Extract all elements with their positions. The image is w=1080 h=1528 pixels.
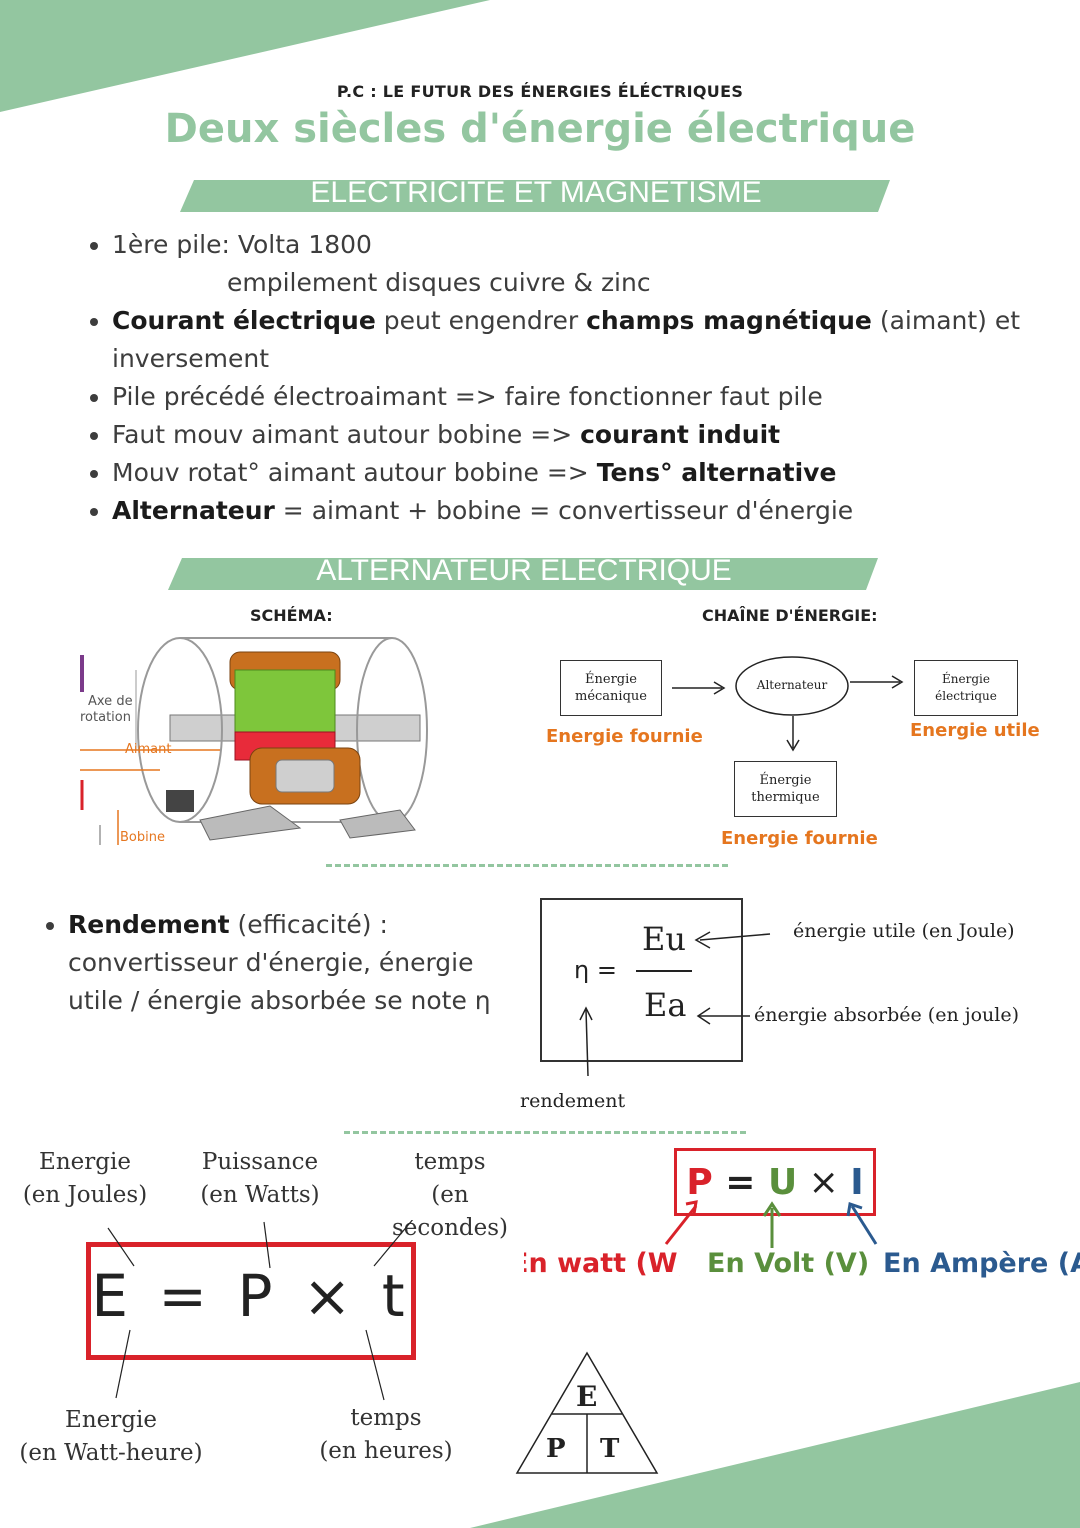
bullet-text: 1ère pile: Volta 1800 — [112, 230, 372, 259]
box1-line1: Énergie — [585, 672, 637, 687]
fraction-bar — [636, 970, 692, 972]
bullet-list: 1ère pile: Volta 1800 empilement disques … — [80, 226, 1040, 530]
bullet-text: = aimant + bobine = convertisseur d'éner… — [274, 496, 854, 525]
tm-line1: Puissance — [201, 1149, 319, 1175]
formula-P: P — [686, 1162, 713, 1203]
section-banner-bg-2 — [168, 558, 878, 590]
box4-line1: Énergie — [759, 773, 812, 788]
label-energie-watt-heure: Energie (en Watt-heure) — [18, 1404, 204, 1470]
label-energie-fournie-2: Energie fournie — [721, 828, 878, 849]
bullet-text: (aimant) et inversement — [112, 306, 1021, 373]
divider-2 — [344, 1131, 746, 1134]
tr-line1: temps — [414, 1149, 486, 1175]
label-temps-secondes: temps (en secondes) — [372, 1146, 528, 1245]
box-energie-electrique: Énergie électrique — [914, 660, 1018, 716]
formula-x: × — [797, 1162, 851, 1203]
bl-line1: Energie — [65, 1407, 157, 1433]
alternateur-node: Alternateur — [756, 678, 828, 692]
bullet-indent-line: empilement disques cuivre & zinc — [227, 268, 651, 297]
section-banner-alternateur: ALTERNATEUR ELECTRIQUE — [316, 554, 732, 587]
bullet-item: Alternateur = aimant + bobine = converti… — [112, 492, 1040, 530]
bl-line2: (en Watt-heure) — [19, 1440, 203, 1466]
bullet-bold-text: courant induit — [580, 420, 781, 449]
box-energie-thermique: Énergie thermique — [734, 761, 837, 817]
rendement-title-rest: (efficacité) : — [229, 910, 388, 939]
energy-formula: E = P × t — [91, 1262, 411, 1330]
label-energie-utile: Energie utile — [910, 720, 1040, 741]
formula-I: I — [850, 1162, 864, 1203]
bullet-text: Pile précédé électroaimant => faire fonc… — [112, 382, 823, 411]
formula-eq: = — [712, 1162, 768, 1203]
power-formula-pointers — [664, 1200, 878, 1248]
label-puissance-watts: Puissance (en Watts) — [190, 1146, 330, 1212]
power-formula-box — [674, 1148, 876, 1216]
box1-line2: mécanique — [575, 689, 647, 704]
label-energie-fournie-1: Energie fournie — [546, 726, 703, 747]
bullet-item: Pile précédé électroaimant => faire fonc… — [112, 378, 1040, 416]
unit-I: En Ampère (A) — [883, 1248, 1080, 1279]
rendement-title: Rendement — [68, 910, 230, 939]
br-line2: (en heures) — [319, 1438, 453, 1464]
rendement-line2: convertisseur d'énergie, énergie — [68, 948, 474, 977]
box3-line2: électrique — [935, 689, 997, 703]
bullet-item: 1ère pile: Volta 1800 — [112, 226, 1040, 264]
rendement-formula-box — [540, 898, 743, 1062]
triangle-T: T — [600, 1434, 620, 1464]
chain-label: CHAÎNE D'ÉNERGIE: — [702, 606, 878, 625]
label-axe-line1: Axe de — [88, 694, 133, 709]
power-formula: P = U × I — [674, 1162, 876, 1203]
box4-line2: thermique — [751, 790, 820, 805]
bullet-bold-text: Courant électrique — [112, 306, 376, 335]
rendement-text: Rendement (efficacité) : convertisseur d… — [40, 906, 500, 1020]
label-energie-absorbee: énergie absorbée (en joule) — [754, 1004, 1020, 1026]
box3-line1: Énergie — [942, 672, 990, 686]
page-title: Deux siècles d'énergie électrique — [164, 106, 916, 152]
energy-formula-box — [86, 1242, 416, 1360]
br-line1: temps — [350, 1405, 422, 1431]
course-title: P.C : LE FUTUR DES ÉNERGIES ÉLÉCTRIQUES — [336, 82, 744, 101]
divider-1 — [326, 864, 728, 867]
unit-U: En Volt (V) — [707, 1248, 870, 1279]
bullet-item: Courant électrique peut engendrer champs… — [112, 302, 1040, 378]
label-axe-line2: rotation — [80, 710, 131, 725]
energy-chain-arrows — [672, 656, 904, 752]
label-aimant: Aimant — [125, 742, 172, 757]
bullet-text: Mouv rotat° aimant autour bobine => — [112, 458, 597, 487]
label-rendement: rendement — [520, 1090, 626, 1112]
tr-line2: (en secondes) — [391, 1182, 509, 1241]
formula-denominator: Ea — [644, 986, 687, 1024]
bullet-item: Faut mouv aimant autour bobine => couran… — [112, 416, 1040, 454]
bullet-bold-text: Alternateur — [112, 496, 275, 525]
alternator-diagram — [80, 637, 428, 845]
tm-line2: (en Watts) — [200, 1182, 320, 1208]
section-banner-bg — [180, 180, 890, 212]
bullet-text: peut engendrer — [375, 306, 587, 335]
tl-line1: Energie — [39, 1149, 131, 1175]
ept-triangle — [515, 1351, 659, 1474]
bullet-text: Faut mouv aimant autour bobine => — [112, 420, 581, 449]
bullet-bold-text: Tens° alternative — [596, 458, 837, 487]
bullet-bold-text: champs magnétique — [586, 306, 872, 335]
tl-line2: (en Joules) — [22, 1182, 148, 1208]
label-bobine: Bobine — [120, 830, 165, 845]
label-energie-joules: Energie (en Joules) — [20, 1146, 150, 1212]
schema-label: SCHÉMA: — [250, 606, 333, 625]
bullet-item: Mouv rotat° aimant autour bobine => Tens… — [112, 454, 1040, 492]
label-energie-utile-joule: énergie utile (en Joule) — [793, 920, 1015, 942]
triangle-E: E — [576, 1380, 598, 1413]
label-axe: Axe de rotation — [80, 694, 133, 726]
energy-formula-pointers — [107, 1220, 414, 1401]
unit-P: En watt (W) — [524, 1248, 680, 1279]
formula-U: U — [767, 1162, 798, 1203]
label-temps-heures: temps (en heures) — [316, 1402, 456, 1468]
formula-eta: η = — [574, 956, 617, 984]
section-banner-electricite: ELECTRICITE ET MAGNETISME — [310, 176, 762, 209]
box-energie-mecanique: Énergie mécanique — [560, 660, 662, 716]
formula-numerator: Eu — [642, 920, 686, 958]
triangle-P: P — [546, 1434, 566, 1464]
rendement-arrows — [579, 931, 771, 1077]
rendement-line3: utile / énergie absorbée se note η — [68, 986, 491, 1015]
unit-P-clip: En watt (W) — [524, 1248, 680, 1279]
